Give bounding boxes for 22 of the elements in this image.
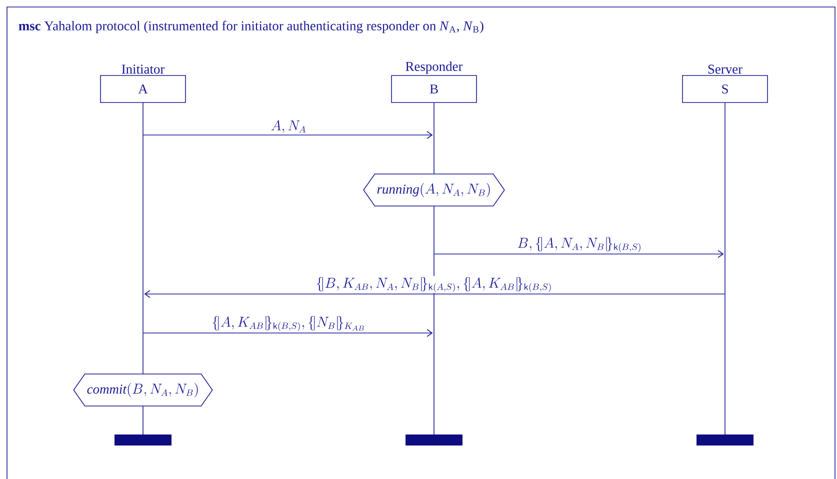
title: msc Yahalom protocol (instrumented for initiator authenticating responder on N$_{A}$, N$_{B}$) bbox=[18, 20, 484, 34]
message-label: $A, N_A$ bbox=[270, 120, 308, 134]
instance-name: Server bbox=[708, 64, 742, 74]
lifeline bbox=[142, 102, 144, 434]
end-bar bbox=[696, 434, 754, 446]
end-bar bbox=[406, 434, 462, 446]
message-label: $B, \{\!|A, N_A, N_B|\!\}_{\mathsf{k}(B,S)}$ bbox=[516, 236, 643, 254]
message-arrow bbox=[143, 131, 433, 139]
message-arrow bbox=[143, 329, 433, 337]
instance-box: B bbox=[391, 75, 477, 103]
message-arrow bbox=[144, 290, 725, 298]
instance-box: A bbox=[100, 75, 186, 103]
lifeline bbox=[724, 102, 726, 434]
instance-box: S bbox=[682, 75, 768, 103]
instance-name: Responder bbox=[406, 62, 463, 74]
message-label: $\{\!|A, K_{AB}|\!\}_{\mathsf{k}(B,S)}, \{\!|N_B|\!\}_{K_{AB}}$ bbox=[210, 314, 366, 332]
instance-name: Initiator bbox=[122, 64, 165, 74]
end-bar bbox=[114, 434, 172, 446]
message-arrow bbox=[434, 250, 724, 258]
condition-hexagon: $\mathit{commit}(B, N_A, N_B)$ bbox=[73, 374, 213, 406]
condition-hexagon: $\mathit{running}(A, N_A, N_B)$ bbox=[363, 174, 505, 206]
message-label: $\{\!|B, K_{AB}, N_A, N_B|\!\}_{\mathsf{k}(A,S)}, \{\!|A, K_{AB}|\!\}_{\mathsf{k}(B,S)}$ bbox=[314, 276, 554, 294]
